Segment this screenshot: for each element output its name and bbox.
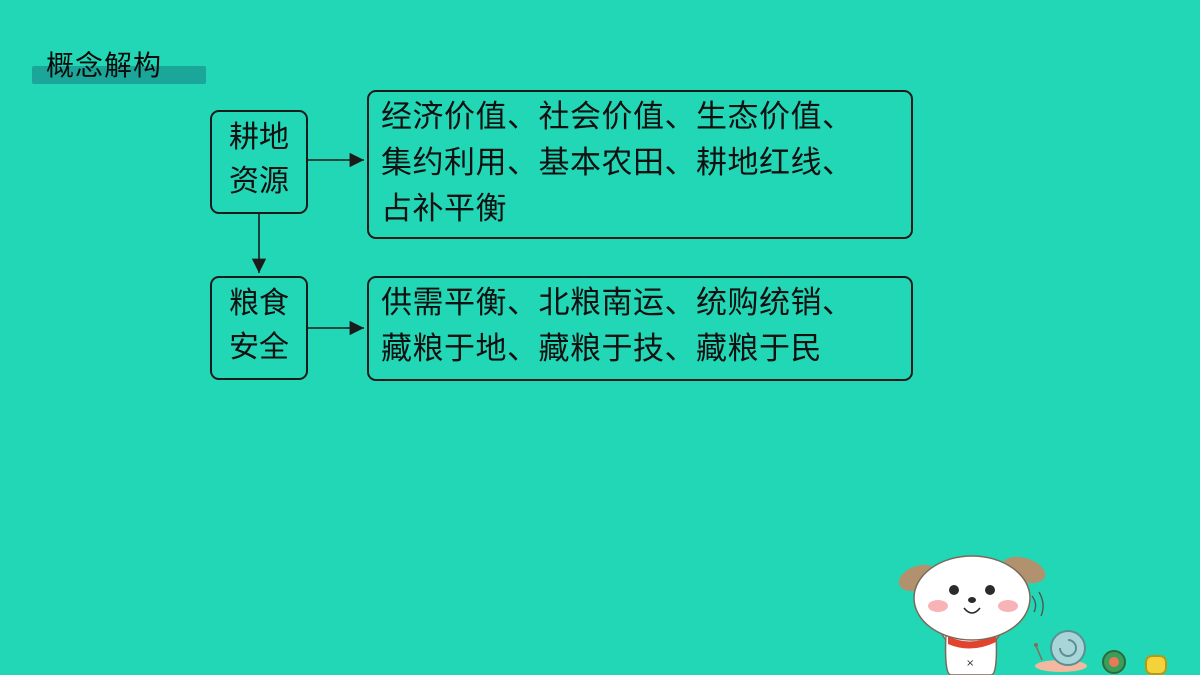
node-line: 供需平衡、北粮南运、统购统销、 xyxy=(381,285,854,321)
node-line: 粮食 xyxy=(229,286,289,321)
node-line: 耕地 xyxy=(229,120,289,155)
node-line: 经济价值、社会价值、生态价值、 xyxy=(381,99,854,135)
page-title: 概念解构 xyxy=(46,49,163,82)
node-line: 集约利用、基本农田、耕地红线、 xyxy=(381,145,854,181)
node-food-details: 供需平衡、北粮南运、统购统销、 藏粮于地、藏粮于技、藏粮于民 xyxy=(367,276,913,381)
node-food-security: 粮食 安全 xyxy=(210,276,308,380)
node-farmland-details: 经济价值、社会价值、生态价值、 集约利用、基本农田、耕地红线、 占补平衡 xyxy=(367,90,913,239)
node-line: 占补平衡 xyxy=(381,191,507,227)
node-farmland-resources: 耕地 资源 xyxy=(210,110,308,214)
cartoon-dog-icon: × xyxy=(898,555,1167,675)
node-line: 藏粮于地、藏粮于技、藏粮于民 xyxy=(381,331,822,367)
node-line: 资源 xyxy=(229,164,289,199)
svg-text:×: × xyxy=(966,658,974,669)
node-line: 安全 xyxy=(229,330,289,365)
snail-icon xyxy=(1034,630,1087,672)
heading-underline xyxy=(32,66,206,84)
